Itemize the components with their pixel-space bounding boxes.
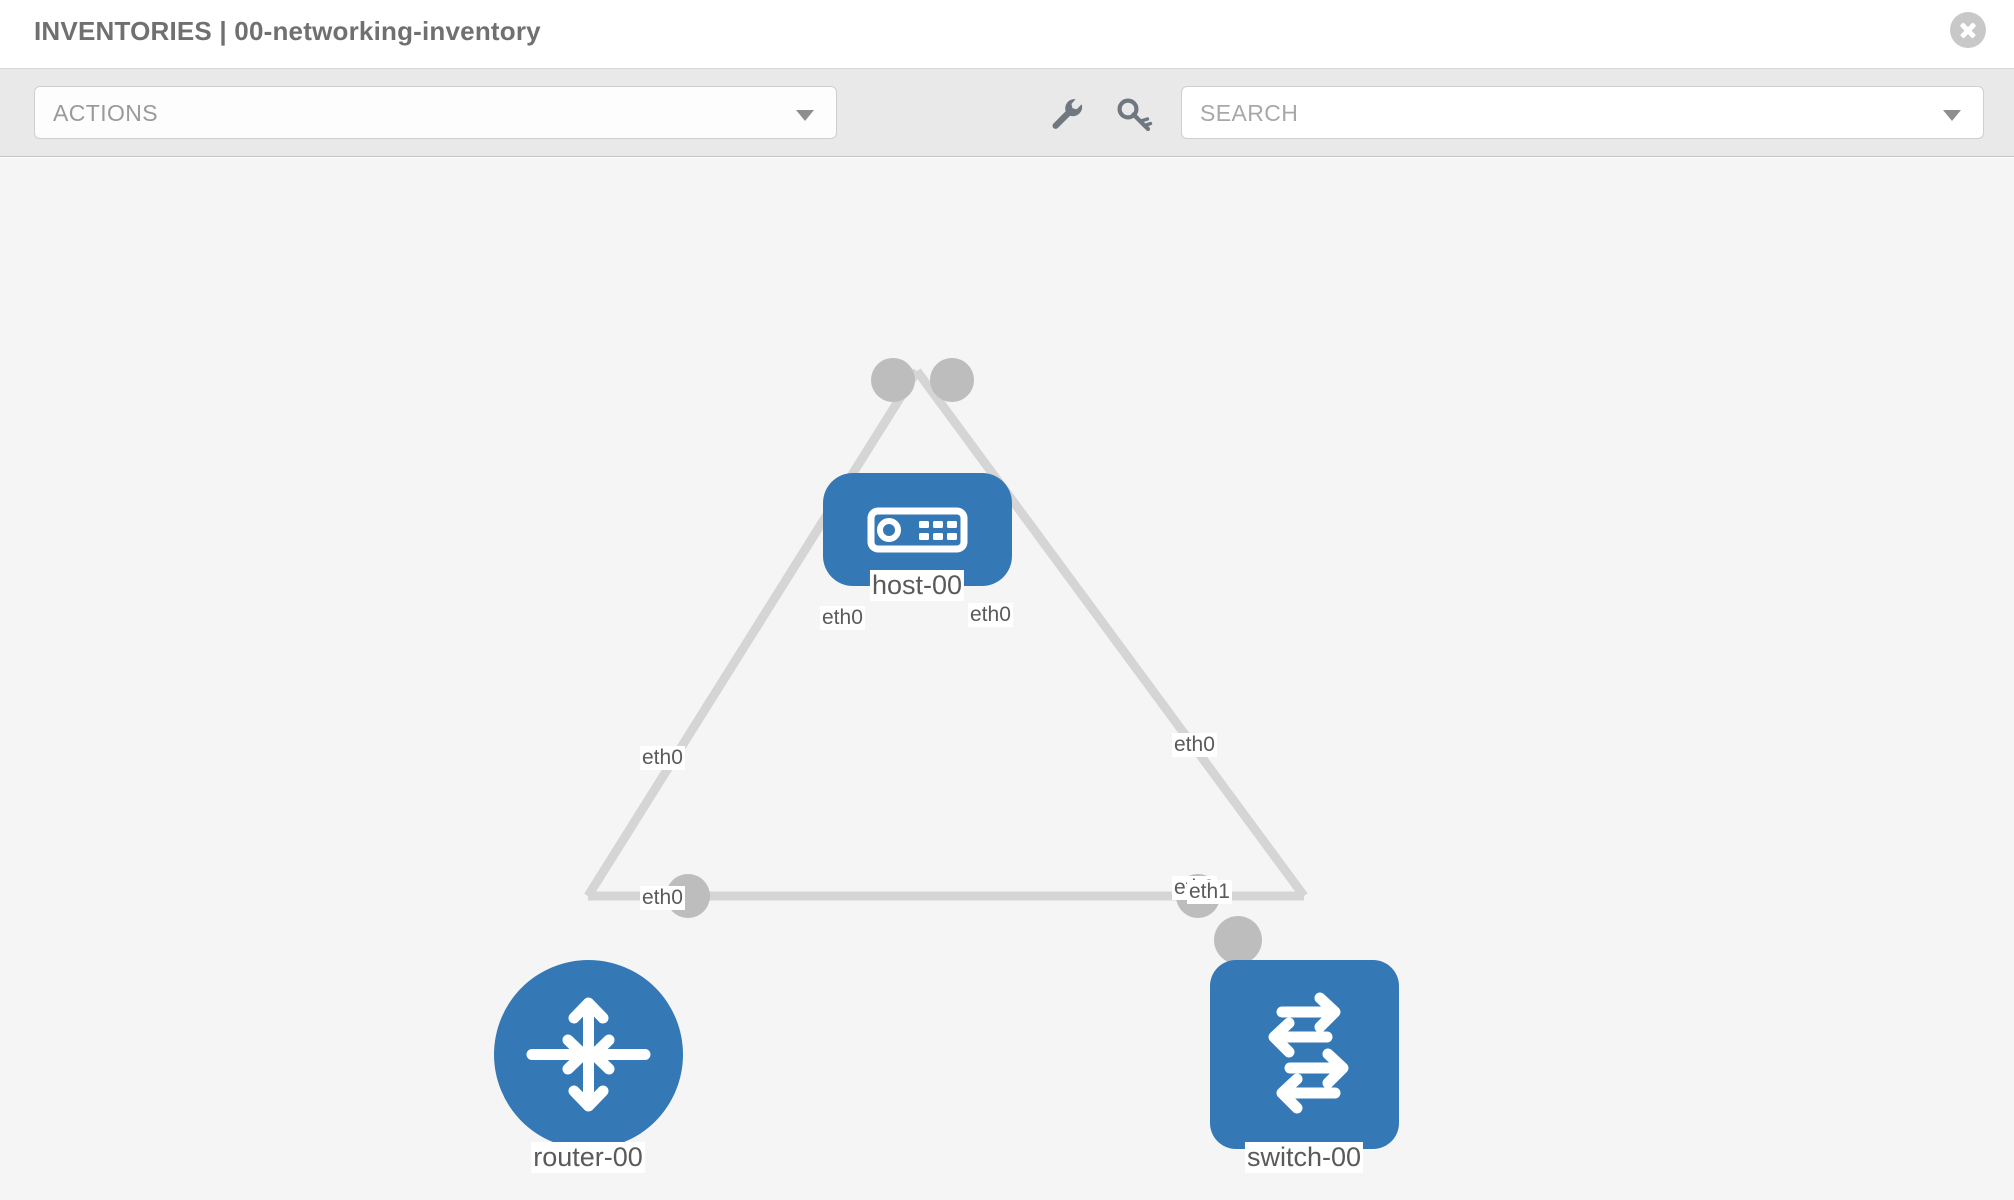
server-icon (867, 507, 968, 553)
search-input[interactable]: SEARCH (1181, 86, 1984, 139)
search-chevron-down-icon[interactable] (1943, 110, 1961, 121)
search-placeholder: SEARCH (1200, 100, 1299, 126)
key-icon[interactable] (1115, 95, 1153, 133)
topology-canvas[interactable]: host-00 eth0 eth0 (0, 158, 2014, 1200)
page-header: INVENTORIES | 00-networking-inventory (0, 0, 2014, 69)
topology-interface-stubs (666, 358, 1262, 964)
topology-graph (584, 358, 1308, 964)
iface-label-router-right: eth0 (640, 886, 685, 910)
iface-label-host-left: eth0 (820, 606, 865, 630)
topology-edges (584, 368, 1308, 901)
toolbar: ACTIONS SEARCH (0, 69, 2014, 157)
wrench-icon[interactable] (1047, 95, 1085, 133)
iface-label-switch-up: eth0 (1172, 733, 1217, 757)
chevron-down-icon (796, 110, 814, 121)
topology-node-label-host-00: host-00 (869, 570, 965, 601)
actions-dropdown[interactable]: ACTIONS (34, 86, 837, 139)
close-icon[interactable] (1950, 12, 1986, 48)
topology-node-label-switch-00: switch-00 (1244, 1142, 1364, 1173)
iface-label-host-right: eth0 (968, 603, 1013, 627)
switch-arrows-icon (1268, 992, 1349, 1114)
iface-label-router-up: eth0 (640, 746, 685, 770)
topology-node-host-00[interactable] (823, 473, 1012, 586)
router-arrows-icon (526, 997, 651, 1112)
topology-node-switch-00[interactable] (1210, 960, 1399, 1149)
topology-node-router-00[interactable] (494, 960, 683, 1149)
page-title: INVENTORIES | 00-networking-inventory (34, 16, 541, 46)
iface-label-switch-left: eth1 (1187, 880, 1232, 904)
actions-dropdown-label: ACTIONS (53, 100, 159, 126)
topology-node-label-router-00: router-00 (531, 1142, 645, 1173)
